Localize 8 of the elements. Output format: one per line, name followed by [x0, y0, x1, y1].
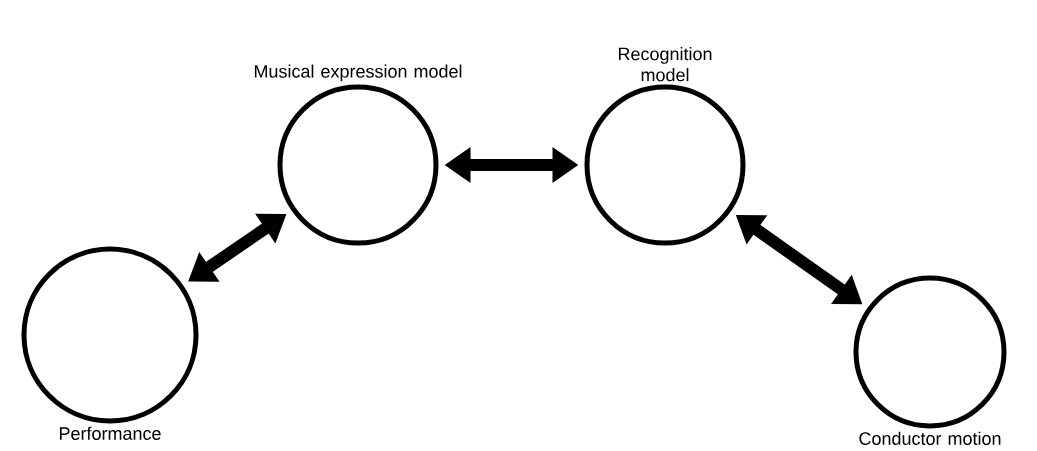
- circle-node: Musical expression model: [254, 64, 462, 246]
- node-label: Musical expression model: [254, 64, 462, 82]
- node-label: Conductor motion: [859, 431, 1001, 445]
- circle-node: Conductor motion: [853, 275, 1007, 445]
- node-label: Recognition model: [618, 47, 712, 82]
- circle-node: Recognition model: [584, 47, 746, 246]
- node-label: Performance: [59, 426, 161, 440]
- circle-node: Performance: [21, 246, 199, 440]
